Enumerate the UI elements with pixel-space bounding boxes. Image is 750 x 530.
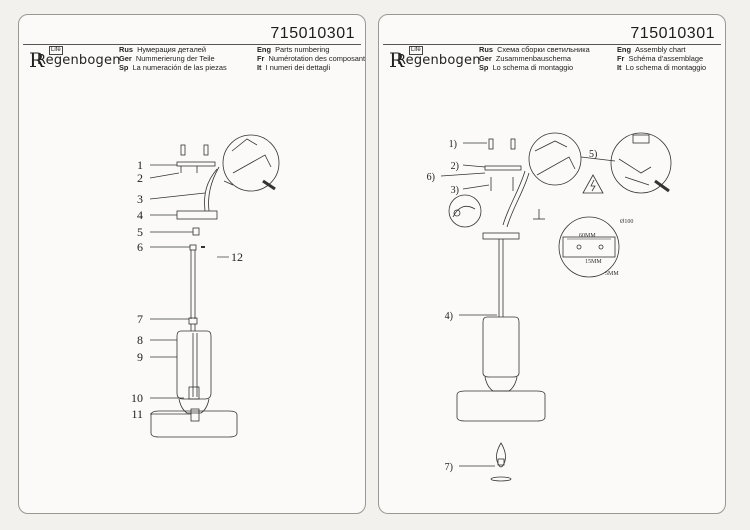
ceiling-canopy bbox=[176, 210, 218, 220]
callout-number: 7 bbox=[137, 312, 143, 326]
glass-body bbox=[176, 330, 212, 400]
dimension-label: 15MM bbox=[585, 259, 602, 265]
lang-code: Fr bbox=[617, 54, 625, 63]
wiring-detail-magnifier bbox=[222, 134, 280, 192]
lang-code: It bbox=[617, 63, 622, 72]
canopy-nut bbox=[192, 227, 200, 236]
header-text: Nummerierung der Teile bbox=[135, 54, 215, 63]
callout-number: 1) bbox=[449, 139, 457, 150]
callout-number: 6) bbox=[427, 172, 435, 183]
dimension-label: 5MM bbox=[605, 271, 619, 277]
language-header: Rus Нумерация деталей Eng Parts numberin… bbox=[119, 45, 365, 72]
header-rule bbox=[383, 44, 721, 45]
brand-logo: R Life Regenbogen bbox=[389, 46, 485, 72]
lang-code: Sp bbox=[479, 63, 489, 72]
header-text: Нумерация деталей bbox=[137, 45, 206, 54]
electric-warning-icon bbox=[582, 174, 604, 194]
header-text: Numérotation des composants bbox=[268, 54, 366, 63]
rod-coupling bbox=[188, 317, 198, 325]
header-rule bbox=[23, 44, 361, 45]
callout-number: 10 bbox=[131, 391, 143, 405]
callout-number: 4) bbox=[445, 311, 453, 322]
header-text: Zusammenbauschema bbox=[495, 54, 572, 63]
logo-life-badge: Life bbox=[409, 46, 423, 55]
assembly-diagram: 60MM Ø100 15MM 5MM 1) 2) 6) bbox=[427, 132, 672, 482]
base-shade bbox=[150, 410, 238, 438]
header-text: Schéma d'assemblage bbox=[628, 54, 704, 63]
lang-code: It bbox=[257, 63, 262, 72]
header-text: Lo schema di montaggio bbox=[492, 63, 574, 72]
header-text: Схема сборки светильника bbox=[497, 45, 590, 54]
lang-code: Rus bbox=[479, 45, 493, 54]
callout-number: 1 bbox=[137, 158, 143, 172]
glass-body bbox=[482, 316, 520, 378]
ceiling-canopy bbox=[482, 232, 520, 240]
callout-number: 7) bbox=[445, 462, 453, 473]
logo-wordmark: Regenbogen bbox=[397, 53, 481, 68]
dimension-label: Ø100 bbox=[620, 219, 633, 225]
parts-numbering-sheet: 715010301 R Life Regenbogen Rus Нумераци… bbox=[18, 14, 366, 514]
screw-icon bbox=[488, 138, 494, 150]
callout-number: 4 bbox=[137, 208, 143, 222]
header-row: Sp La numeración de las piezas It I nume… bbox=[119, 63, 361, 72]
header-row: Sp Lo schema di montaggio It Lo schema d… bbox=[479, 63, 721, 72]
callout-number: 6 bbox=[137, 240, 143, 254]
shade-neck bbox=[178, 398, 210, 414]
cable-stopper bbox=[189, 244, 197, 251]
screws-icon bbox=[180, 144, 209, 156]
lang-code: Eng bbox=[617, 45, 631, 54]
callout-number: 5 bbox=[137, 225, 143, 239]
logo-initial: R bbox=[389, 48, 405, 72]
parts-diagram: 1 2 3 4 5 6 12 7 8 9 10 11 bbox=[131, 134, 280, 438]
lang-code: Fr bbox=[257, 54, 265, 63]
header-row: Ger Zusammenbauschema Fr Schéma d'assemb… bbox=[479, 54, 721, 63]
callout-number: 3 bbox=[137, 192, 143, 206]
screw-icon bbox=[510, 138, 516, 150]
wiring-detail-magnifier bbox=[528, 132, 582, 186]
lang-code: Rus bbox=[119, 45, 133, 54]
logo-life-badge: Life bbox=[49, 46, 63, 55]
header-text: Assembly chart bbox=[635, 45, 686, 54]
candle-bulb-icon bbox=[496, 442, 506, 468]
callout-number: 3) bbox=[451, 185, 459, 196]
canopy-dimension-diagram bbox=[558, 216, 620, 278]
callout-number: 8 bbox=[137, 333, 143, 347]
assembly-chart-sheet: 715010301 R Life Regenbogen Rus Схема сб… bbox=[378, 14, 726, 514]
header-text: Lo schema di montaggio bbox=[625, 63, 707, 72]
base-shade bbox=[456, 390, 546, 422]
lang-code: Eng bbox=[257, 45, 271, 54]
lang-code: Ger bbox=[479, 54, 492, 63]
callout-number: 11 bbox=[131, 407, 143, 421]
header-text: I numeri dei dettagli bbox=[265, 63, 331, 72]
logo-initial: R bbox=[29, 48, 45, 72]
callout-number: 5) bbox=[589, 149, 597, 160]
article-number: 715010301 bbox=[630, 25, 715, 42]
wiring-detail-magnifier bbox=[610, 132, 672, 194]
callout-number: 2) bbox=[451, 161, 459, 172]
language-header: Rus Схема сборки светильника Eng Assembl… bbox=[479, 45, 721, 72]
shade-neck bbox=[484, 376, 518, 392]
lang-code: Ger bbox=[119, 54, 132, 63]
hook-detail-magnifier bbox=[448, 194, 482, 228]
callout-number: 12 bbox=[231, 250, 243, 264]
mounting-bracket bbox=[176, 161, 216, 167]
article-number: 715010301 bbox=[270, 25, 355, 42]
callout-number: 9 bbox=[137, 350, 143, 364]
callout-number: 2 bbox=[137, 171, 143, 185]
logo-wordmark: Regenbogen bbox=[37, 53, 121, 68]
brand-logo: R Life Regenbogen bbox=[29, 46, 125, 72]
header-row: Ger Nummerierung der Teile Fr Numérotati… bbox=[119, 54, 365, 63]
header-text: Parts numbering bbox=[275, 45, 330, 54]
lang-code: Sp bbox=[119, 63, 129, 72]
header-row: Rus Нумерация деталей Eng Parts numberin… bbox=[119, 45, 361, 54]
mounting-bracket bbox=[484, 165, 522, 171]
dimension-label: 60MM bbox=[579, 233, 596, 239]
header-text: La numeración de las piezas bbox=[132, 63, 227, 72]
header-row: Rus Схема сборки светильника Eng Assembl… bbox=[479, 45, 721, 54]
